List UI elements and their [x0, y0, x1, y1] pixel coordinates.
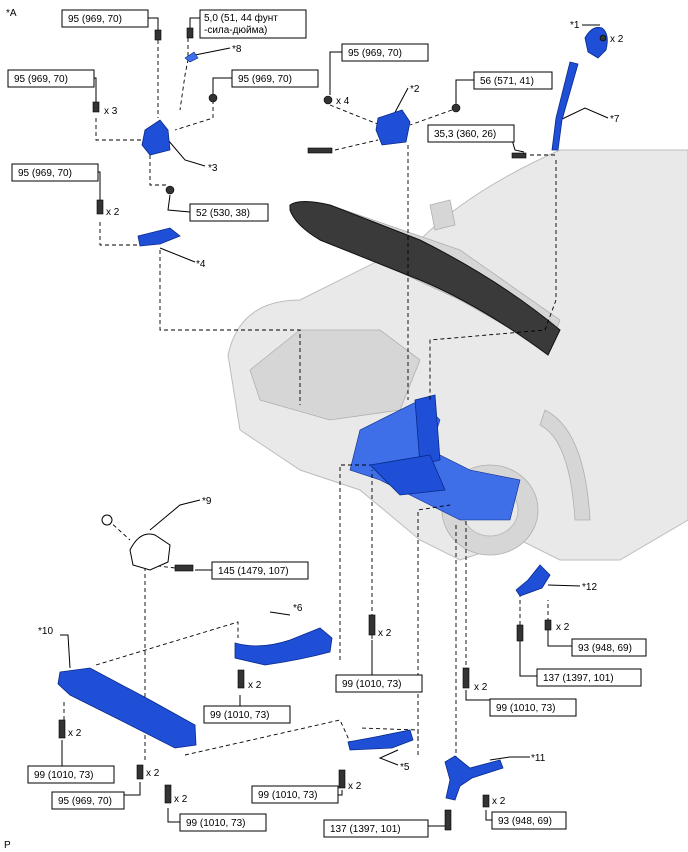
part-6-brace [234, 627, 333, 666]
callout-10: *10 [38, 626, 53, 637]
part-8-clip [184, 51, 199, 63]
part-11-bracket [444, 755, 504, 801]
bolt-icon [174, 564, 194, 572]
bolt-icon [338, 769, 346, 789]
torque-label: 52 (530, 38) [196, 208, 250, 219]
torque-label: 99 (1010, 73) [342, 679, 402, 690]
quantity-label: x 2 [248, 680, 262, 691]
part-2-bracket [375, 109, 411, 146]
callout-4: *4 [196, 259, 206, 270]
callout-1: *1 [570, 20, 580, 31]
nut-icon [599, 34, 607, 42]
torque-label: 99 (1010, 73) [186, 818, 246, 829]
quantity-label: x 2 [348, 781, 362, 792]
hood [289, 201, 561, 356]
torque-label: 5,0 (51, 44 фунт [204, 12, 278, 24]
quantity-label: x 4 [336, 96, 350, 107]
torque-label: 56 (571, 41) [480, 76, 534, 87]
part-5-brace [347, 729, 414, 751]
quantity-label: x 2 [106, 207, 120, 218]
callouts: *1 *2 *3 *4 *5 *6 *7 *8 *9 *10 *11 *12 [38, 20, 620, 773]
bolt-icon [154, 29, 162, 41]
quantity-label: x 2 [378, 628, 392, 639]
bolt-icon [462, 667, 470, 689]
callout-11: *11 [531, 753, 546, 764]
callout-2: *2 [410, 84, 420, 95]
quantity-label: x 2 [146, 768, 160, 779]
nut-icon [101, 514, 113, 526]
bolt-icon [136, 764, 144, 780]
figure-footer-label: P [4, 840, 11, 851]
part-3-bracket [141, 119, 171, 156]
torque-label: 137 (1397, 101) [543, 673, 614, 684]
part-10-crossmember [57, 667, 197, 749]
parts [57, 27, 608, 801]
bolt-icon [96, 199, 104, 215]
callout-9: *9 [202, 496, 212, 507]
callout-6: *6 [293, 603, 303, 614]
torque-label: 95 (969, 70) [58, 796, 112, 807]
torque-label: -сила-дюйма) [204, 25, 267, 36]
nut-icon [323, 95, 333, 105]
torque-label: 99 (1010, 73) [34, 770, 94, 781]
torque-label: 99 (1010, 73) [210, 710, 270, 721]
callout-5: *5 [400, 762, 410, 773]
part-12-bracket [515, 564, 551, 597]
bolt-icon [186, 27, 194, 39]
inner-apron-assembly [349, 394, 521, 521]
callout-7: *7 [610, 114, 620, 125]
callout-8: *8 [232, 44, 242, 55]
torque-labels: 95 (969, 70) 5,0 (51, 44 фунт -сила-дюйм… [7, 9, 647, 838]
bolt-icon [482, 794, 490, 808]
torque-label: 95 (969, 70) [348, 48, 402, 59]
torque-label: 93 (948, 69) [578, 643, 632, 654]
fasteners [58, 27, 607, 831]
part-7-rod [551, 61, 579, 151]
figure-corner-label: *A [6, 8, 17, 19]
torque-label: 99 (1010, 73) [258, 790, 318, 801]
bolt-icon [164, 784, 172, 804]
bolt-icon [511, 152, 527, 159]
torque-label: 99 (1010, 73) [496, 703, 556, 714]
bolt-icon [544, 619, 552, 631]
bolt-icon [368, 614, 376, 636]
torque-label: 95 (969, 70) [68, 14, 122, 25]
part-4-brace [137, 227, 181, 247]
nut-icon [165, 185, 175, 195]
quantities: x 2 x 4 x 3 x 2 x 2 x 2 x 2 x 2 x 2 x 2 … [68, 34, 624, 807]
bolt-icon [516, 624, 524, 642]
callout-3: *3 [208, 163, 218, 174]
torque-label: 93 (948, 69) [498, 816, 552, 827]
quantity-label: x 2 [474, 682, 488, 693]
torque-label: 95 (969, 70) [14, 74, 68, 85]
quantity-label: x 2 [174, 794, 188, 805]
bolt-icon [444, 809, 452, 831]
bolt-icon [237, 669, 245, 689]
bolt-icon [307, 147, 333, 154]
torque-label: 95 (969, 70) [238, 74, 292, 85]
quantity-label: x 2 [492, 796, 506, 807]
torque-label: 95 (969, 70) [18, 168, 72, 179]
torque-label: 145 (1479, 107) [218, 566, 289, 577]
part-1-bracket [584, 27, 608, 59]
torque-label: 137 (1397, 101) [330, 824, 401, 835]
quantity-label: x 2 [68, 728, 82, 739]
quantity-label: x 3 [104, 106, 118, 117]
quantity-label: x 2 [556, 622, 570, 633]
torque-label: 35,3 (360, 26) [434, 129, 496, 140]
bolt-icon [58, 719, 66, 739]
nut-icon [451, 103, 461, 113]
callout-12: *12 [582, 582, 597, 593]
part-9-mount [129, 533, 171, 571]
quantity-label: x 2 [610, 34, 624, 45]
nut-icon [208, 93, 218, 103]
bolt-icon [92, 101, 100, 113]
